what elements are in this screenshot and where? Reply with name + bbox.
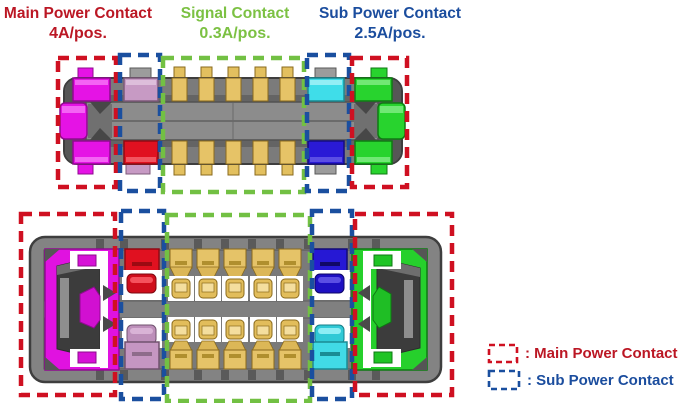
sub-power-box-top-left <box>117 52 163 194</box>
legend: : Main Power Contact : Sub Power Contact <box>487 343 678 391</box>
legend-main-power-label: : Main Power Contact <box>525 345 678 362</box>
sub-power-box-top-right <box>304 52 352 194</box>
signal-contacts-bottom-conn-top-row <box>168 248 303 301</box>
legend-item-sub-power: : Sub Power Contact <box>487 369 678 391</box>
region-boxes <box>18 52 455 403</box>
main-power-box-top-right <box>349 55 410 190</box>
sub-power-box-bottom-left <box>118 208 167 402</box>
top-mating-slot <box>85 101 379 141</box>
header-signal: Signal Contact 0.3A/pos. <box>172 4 298 44</box>
top-connector <box>59 66 406 176</box>
main-power-box-bottom-right <box>352 211 455 398</box>
header-main-power: Main Power Contact 4A/pos. <box>3 4 153 44</box>
contact-main-power-magenta <box>59 77 111 165</box>
sub-power-title: Sub Power Contact <box>318 5 462 22</box>
bottom-connector <box>28 235 443 384</box>
signal-contacts-top-row <box>171 77 296 102</box>
contact-sub-power-cyan-bottom-conn <box>310 318 350 370</box>
legend-item-main-power: : Main Power Contact <box>487 343 678 364</box>
main-power-box-bottom-left <box>18 211 118 398</box>
sub-power-rating: 2.5A/pos. <box>354 25 426 42</box>
blue-dashed-box-icon <box>487 369 521 391</box>
sub-power-box-bottom-right <box>309 208 355 402</box>
contact-sub-power-red-bottom-conn <box>122 248 162 300</box>
center-bar <box>44 301 427 318</box>
main-power-title: Main Power Contact <box>3 5 153 22</box>
signal-box-bottom <box>164 212 313 403</box>
signal-contacts-bottom-conn-bottom-row <box>168 317 303 370</box>
signal-box-top <box>160 55 307 195</box>
main-power-block-green <box>351 248 428 371</box>
signal-title: Signal Contact <box>180 5 290 22</box>
main-power-block-magenta <box>44 248 120 371</box>
contact-sub-power-blue-bottom-conn <box>310 248 350 300</box>
corner-facets <box>90 102 376 140</box>
main-power-rating: 4A/pos. <box>49 25 107 42</box>
legend-sub-power-label: : Sub Power Contact <box>527 371 674 389</box>
red-dashed-box-icon <box>487 343 519 364</box>
signal-contacts-bottom-row <box>171 140 296 165</box>
signal-rating: 0.3A/pos. <box>199 25 271 42</box>
main-power-box-top-left <box>55 55 119 190</box>
contact-sub-power-mauve-bottom-conn <box>122 318 162 370</box>
header-sub-power: Sub Power Contact 2.5A/pos. <box>313 4 467 44</box>
